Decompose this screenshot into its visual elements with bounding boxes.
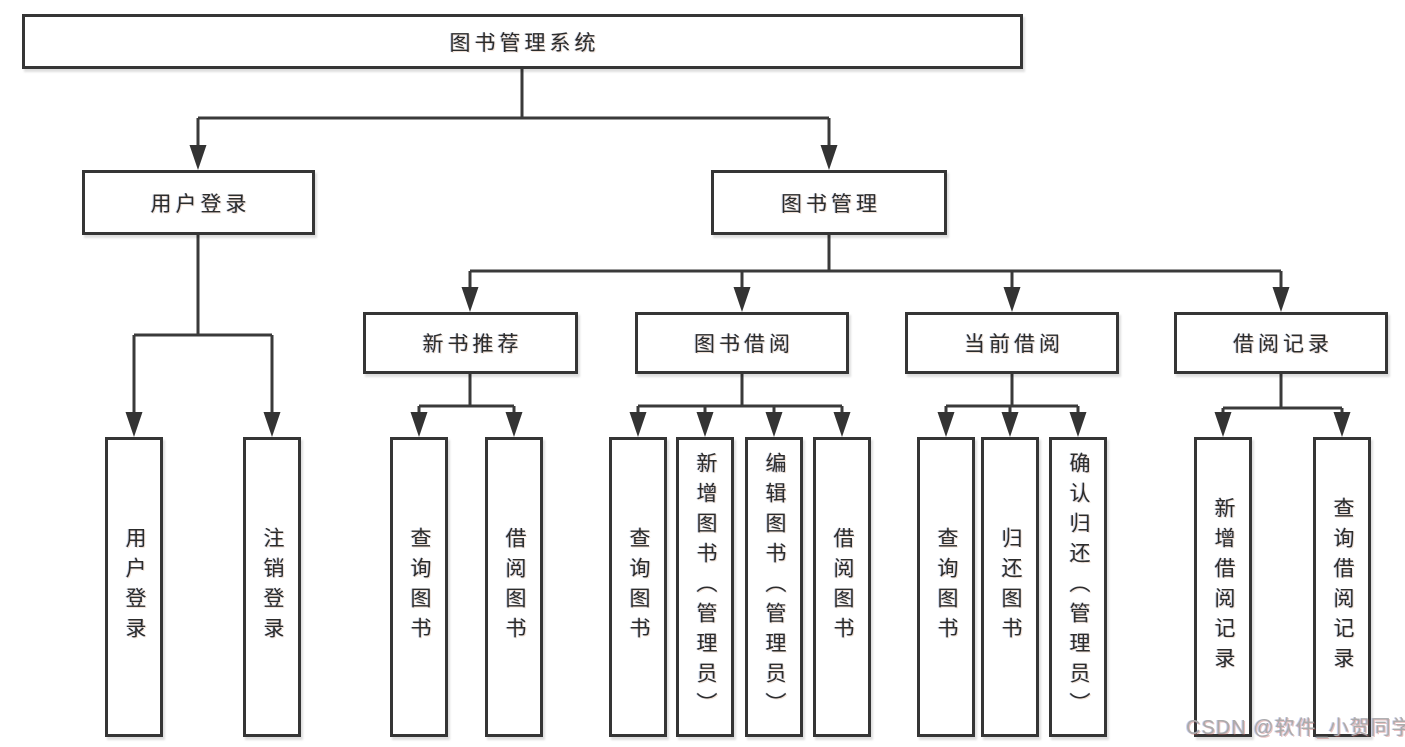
node-label: 编辑图书（管理员） [763,452,786,722]
node-label: 新增图书（管理员） [694,452,717,722]
node-label: 注销登录 [261,527,284,647]
leaf-user-login: 用户登录 [105,437,163,737]
node-label: 归还图书 [999,527,1022,647]
node-label: 图书借阅 [694,333,794,356]
node-label: 用户登录 [150,192,251,216]
node-book-borrow: 图书借阅 [635,312,849,374]
node-label: 确认归还（管理员） [1067,452,1090,722]
node-label: 用户登录 [123,527,146,647]
leaf-confirm-return-admin: 确认归还（管理员） [1049,437,1107,737]
leaf-add-borrow-record: 新增借阅记录 [1194,437,1252,737]
node-label: 借阅记录 [1233,333,1333,356]
node-label: 图书管理 [781,192,881,216]
node-label: 查询图书 [627,527,650,647]
leaf-return-book: 归还图书 [981,437,1039,737]
leaf-query-book-1: 查询图书 [390,437,448,737]
leaf-query-book-3: 查询图书 [917,437,975,737]
leaf-add-book-admin: 新增图书（管理员） [676,437,734,737]
node-current-borrow: 当前借阅 [905,312,1119,374]
leaf-edit-book-admin: 编辑图书（管理员） [745,437,803,737]
node-label: 借阅图书 [503,527,526,647]
node-borrow-records: 借阅记录 [1174,312,1388,374]
node-label: 查询图书 [935,527,958,647]
leaf-borrow-book-1: 借阅图书 [485,437,543,737]
leaf-query-book-2: 查询图书 [609,437,667,737]
node-label: 借阅图书 [831,527,854,647]
node-label: 当前借阅 [964,333,1064,356]
node-root-library-system: 图书管理系统 [22,14,1023,69]
node-label: 查询图书 [408,527,431,647]
node-label: 图书管理系统 [449,31,600,55]
node-label: 新增借阅记录 [1212,497,1235,677]
node-user-login: 用户登录 [82,170,315,235]
csdn-watermark: CSDN @软件_小贺同学 [1186,717,1405,739]
leaf-borrow-book-2: 借阅图书 [813,437,871,737]
node-book-management: 图书管理 [711,170,947,235]
node-label: 新书推荐 [422,333,523,356]
node-new-book-recommend: 新书推荐 [363,312,578,374]
leaf-query-borrow-record: 查询借阅记录 [1313,437,1371,737]
leaf-logout-login: 注销登录 [243,437,301,737]
node-label: 查询借阅记录 [1331,497,1354,677]
